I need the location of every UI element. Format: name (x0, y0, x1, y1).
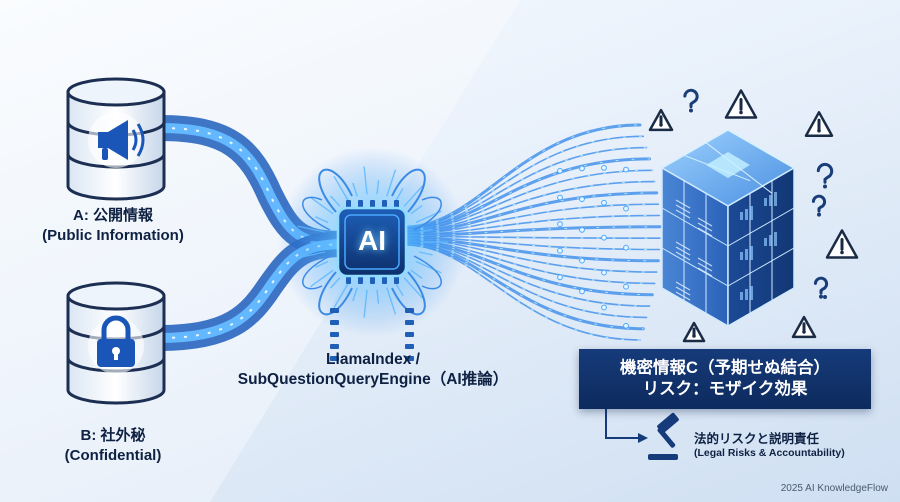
engine-name-line2: SubQuestionQueryEngine（AI推論） (237, 371, 509, 389)
engine-name-line1: LlamaIndex / (326, 351, 420, 368)
source-b-title: B: 社外秘 (80, 427, 146, 444)
risk-markers (648, 88, 859, 343)
data-cube (660, 129, 796, 328)
source-b-subtitle: (Confidential) (64, 446, 162, 464)
legal-connector-arrowhead (638, 433, 648, 443)
padlock-icon (97, 315, 135, 367)
source-a-label: A: 公開情報 (Public Information) (18, 206, 208, 245)
ai-chip (330, 200, 414, 361)
source-a-subtitle: (Public Information) (42, 226, 184, 244)
legal-connector (605, 409, 640, 439)
risk-banner-line2: リスク：モザイク効果 (642, 380, 808, 398)
source-b-label: B: 社外秘 (Confidential) (18, 426, 208, 465)
gavel-icon (648, 412, 679, 460)
ai-chip-label: AI (358, 225, 386, 256)
megaphone-icon (98, 120, 145, 160)
engine-label: LlamaIndex / SubQuestionQueryEngine（AI推論… (228, 350, 518, 390)
legal-title: 法的リスクと説明責任 (694, 432, 820, 446)
risk-banner: 機密情報C（予期せぬ結合） リスク：モザイク効果 (579, 349, 871, 409)
legal-subtitle: (Legal Risks & Accountability) (694, 447, 845, 459)
source-a-title: A: 公開情報 (73, 207, 153, 224)
risk-banner-line1: 機密情報C（予期せぬ結合） (620, 358, 830, 377)
footer-credit: 2025 AI KnowledgeFlow (780, 483, 888, 494)
output-stream-particles (557, 165, 629, 329)
